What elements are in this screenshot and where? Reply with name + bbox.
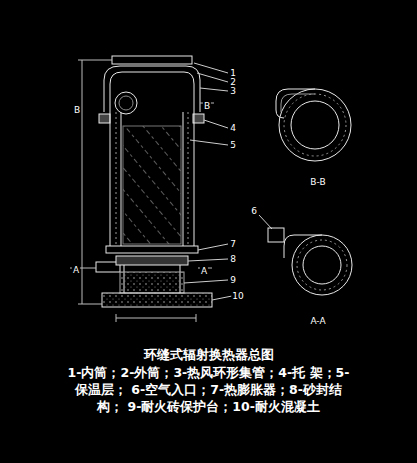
insulation	[188, 112, 189, 246]
inner-shell-section	[303, 246, 341, 284]
dimension-line	[78, 60, 112, 61]
callout-number: 8	[229, 254, 237, 264]
view-label: B-B	[309, 177, 326, 187]
expansion-joint	[106, 246, 198, 253]
ring-header-volute	[281, 94, 315, 112]
sand-seal	[116, 256, 188, 265]
inner-wall	[183, 112, 184, 246]
section-mark: B	[73, 105, 81, 115]
outer-wall	[110, 112, 111, 246]
callout-number: 3	[229, 86, 237, 96]
inlet-volute	[284, 235, 322, 258]
outer-wall	[194, 112, 195, 246]
section-mark: B	[203, 101, 211, 111]
air-inlet	[268, 228, 284, 242]
dimension-line	[78, 304, 102, 305]
header-shell	[104, 66, 200, 112]
header-inner	[110, 72, 194, 112]
dimension-line	[82, 60, 83, 304]
inner-shell-section	[291, 101, 339, 149]
inner-tube	[123, 126, 181, 244]
refractory-concrete	[102, 293, 212, 307]
outer-shell-section	[292, 235, 352, 295]
ring-duct-inner	[119, 96, 133, 110]
dimension-line	[116, 318, 196, 319]
parts-caption: 1-内筒；2-外筒；3-热风环形集管；4-托 架；5-保温层； 6-空气入口；7…	[66, 364, 351, 415]
outer-shell-section	[279, 89, 351, 161]
section-mark: A	[200, 266, 208, 276]
leader-lines	[184, 63, 272, 300]
callout-number: 6	[250, 206, 258, 216]
ring-duct-section	[115, 92, 137, 114]
callout-number: 5	[229, 140, 237, 150]
section-mark: A	[72, 265, 80, 275]
insulation-section	[297, 240, 347, 290]
brick-platform	[120, 272, 184, 293]
dimension-tick	[116, 314, 117, 322]
inner-wall	[121, 112, 122, 246]
callout-number: 7	[229, 239, 237, 249]
bracket	[99, 114, 110, 123]
insulation	[116, 112, 117, 246]
view-label: A-A	[309, 316, 326, 326]
callout-number: 9	[229, 275, 237, 285]
ring-header-volute	[276, 89, 315, 118]
bracket	[193, 114, 204, 123]
insulation-section	[284, 94, 346, 156]
callout-number: 4	[229, 123, 237, 133]
drawing-title: 环缝式辐射换热器总图	[40, 347, 377, 363]
callout-number: 10	[231, 291, 244, 301]
dimension-tick	[196, 314, 197, 322]
cap-frame	[112, 56, 192, 64]
